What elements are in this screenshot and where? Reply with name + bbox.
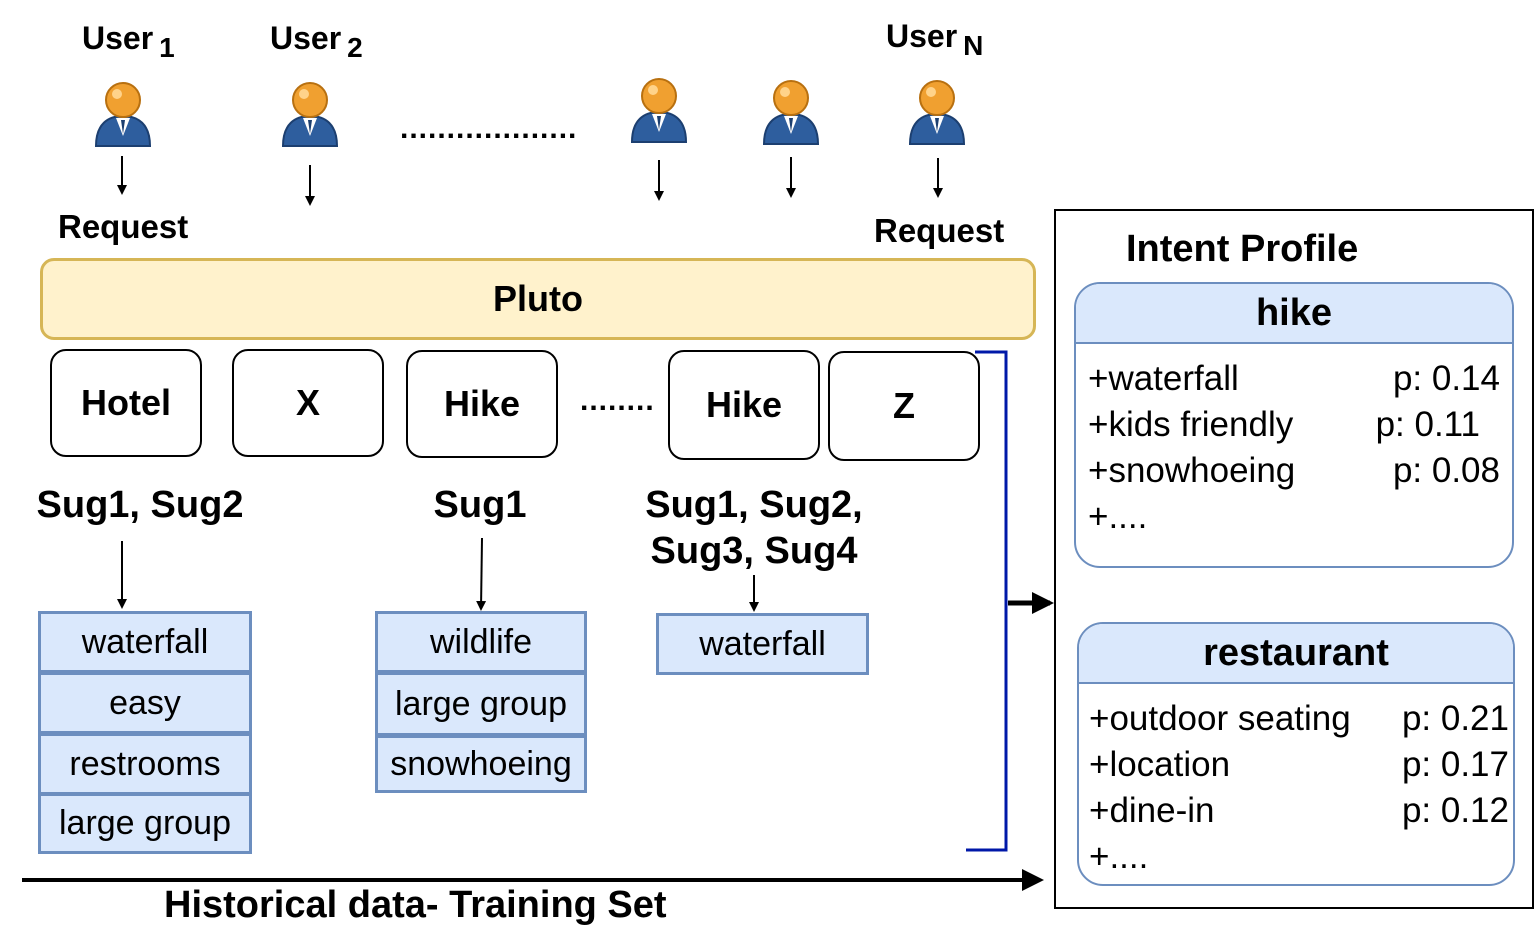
- chip-waterfall: waterfall: [656, 613, 869, 675]
- user-icon: [762, 80, 820, 145]
- request-label-left: Request: [58, 208, 189, 245]
- suggestion-label-3: Sug1, Sug2, Sug3, Sug4: [645, 484, 863, 572]
- card-header: restaurant: [1079, 624, 1513, 684]
- blue-bracket: [966, 350, 1008, 852]
- user-icon: [908, 80, 966, 145]
- chip-snowhoeing: snowhoeing: [375, 735, 587, 793]
- pluto-label: Pluto: [493, 278, 583, 319]
- card-header: hike: [1076, 284, 1512, 344]
- profile-row: +....: [1088, 497, 1148, 536]
- users-ellipsis: ...................: [400, 112, 578, 145]
- sug2-arrow: [476, 537, 487, 611]
- request-label-right: Request: [874, 212, 1005, 249]
- intent-box-hike-1: Hike: [406, 350, 558, 458]
- historical-data-label: Historical data- Training Set: [164, 884, 667, 926]
- intent-box-hotel: Hotel: [50, 349, 202, 457]
- intent-box-z: Z: [828, 351, 980, 461]
- user-icon: [94, 82, 152, 147]
- chip-wildlife: wildlife: [375, 611, 587, 673]
- intent-box-x: X: [232, 349, 384, 457]
- suggestion-label-1: Sug1, Sug2: [36, 484, 244, 526]
- user-icon: [281, 82, 339, 147]
- profile-row: +....: [1089, 837, 1149, 876]
- chip-restrooms: restrooms: [38, 733, 252, 795]
- pluto-bar: Pluto: [40, 258, 1036, 340]
- user-icon: [630, 78, 688, 143]
- chip-easy: easy: [38, 672, 252, 734]
- intent-profile-title: Intent Profile: [1126, 228, 1359, 270]
- chip-large-group: large group: [38, 793, 252, 854]
- intent-box-hike-2: Hike: [668, 350, 820, 460]
- chip-large-group: large group: [375, 672, 587, 736]
- suggestion-label-2: Sug1: [433, 484, 527, 526]
- intents-ellipsis: ........: [580, 384, 655, 417]
- chip-waterfall: waterfall: [38, 611, 252, 673]
